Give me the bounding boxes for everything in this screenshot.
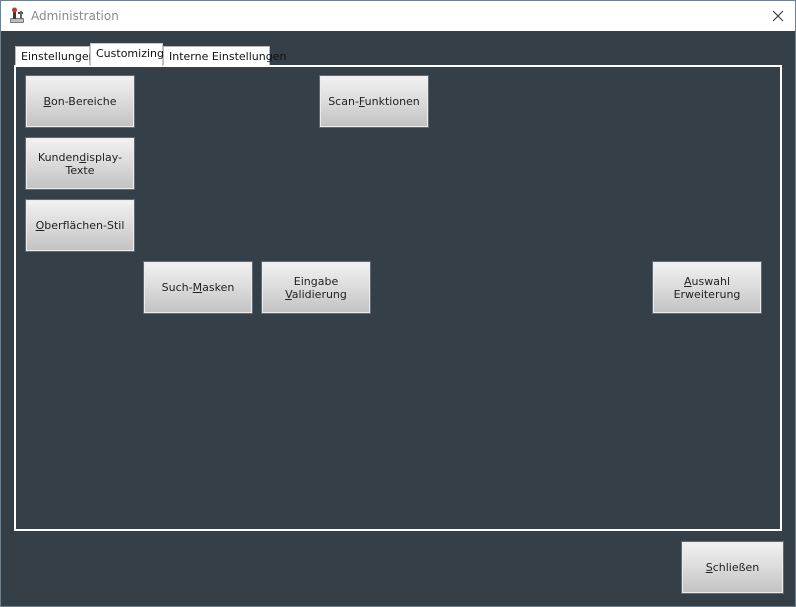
eingabe-validierung-button[interactable]: Eingabe Validierung bbox=[261, 261, 371, 314]
button-label: Schließen bbox=[705, 561, 760, 574]
auswahl-erweiterung-button[interactable]: Auswahl Erweiterung bbox=[652, 261, 762, 314]
button-label: Bon-Bereiche bbox=[43, 95, 117, 108]
button-label: Eingabe Validierung bbox=[285, 274, 347, 301]
tab-interne-einstellungen[interactable]: Interne Einstellungen bbox=[163, 46, 286, 65]
kundendisplay-texte-button[interactable]: Kundendisplay- Texte bbox=[25, 137, 135, 190]
button-label: Such-Masken bbox=[161, 281, 235, 294]
window-title: Administration bbox=[31, 9, 119, 23]
button-label: Scan-Funktionen bbox=[328, 95, 420, 108]
oberflaechen-stil-button[interactable]: Oberflächen-Stil bbox=[25, 199, 135, 252]
schliessen-button[interactable]: Schließen bbox=[681, 541, 784, 594]
button-label: Kundendisplay- Texte bbox=[37, 150, 123, 177]
scan-funktionen-button[interactable]: Scan-Funktionen bbox=[319, 75, 429, 128]
button-label: Oberflächen-Stil bbox=[35, 219, 125, 232]
close-button[interactable] bbox=[761, 1, 795, 31]
tools-wrench-icon bbox=[8, 7, 26, 25]
customizing-panel bbox=[14, 65, 782, 531]
bon-bereiche-button[interactable]: Bon-Bereiche bbox=[25, 75, 135, 128]
tab-customizing[interactable]: Customizing bbox=[90, 43, 164, 66]
close-icon bbox=[772, 7, 784, 26]
title-bar: Administration bbox=[1, 1, 795, 31]
tab-einstellungen[interactable]: Einstellungen bbox=[15, 46, 96, 65]
such-masken-button[interactable]: Such-Masken bbox=[143, 261, 253, 314]
button-label: Auswahl Erweiterung bbox=[673, 274, 741, 301]
